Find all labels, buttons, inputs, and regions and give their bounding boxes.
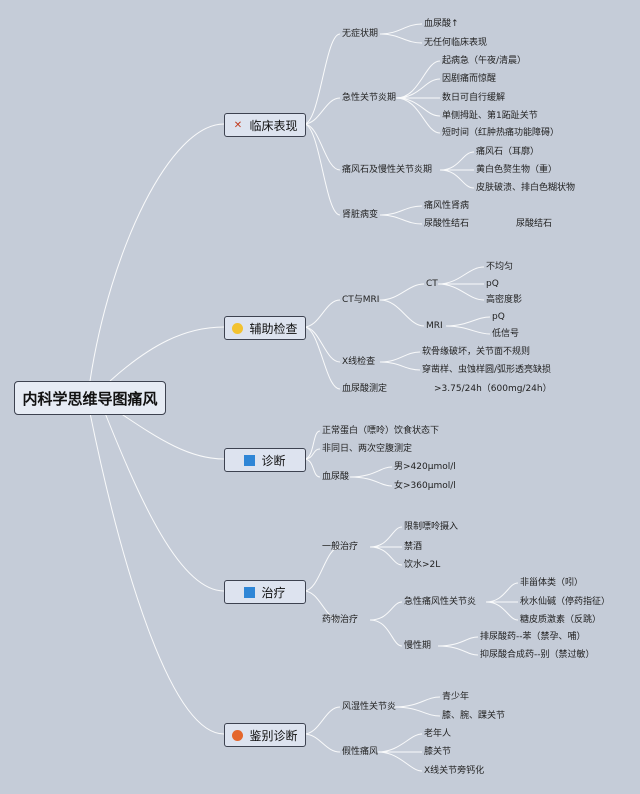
leaf-node[interactable]: 因剧痛而惊醒: [442, 74, 497, 84]
link-root-treat: [104, 412, 225, 592]
leaf-node[interactable]: 正常蛋白（嘌呤）饮食状态下: [322, 426, 440, 436]
leaf-node[interactable]: 皮肤破溃、排白色糊状物: [476, 183, 576, 193]
branch-aux-label: 辅助检查: [249, 321, 298, 336]
branch-aux[interactable]: 辅助检查: [224, 316, 306, 340]
branch-treat-label: 治疗: [261, 585, 286, 600]
leaf-node[interactable]: 短时间（红肿热痛功能障碍）: [442, 128, 560, 138]
node-blood-uric[interactable]: 血尿酸: [322, 472, 350, 482]
branch-treat[interactable]: 治疗: [224, 580, 306, 604]
leaf-node[interactable]: pQ: [486, 279, 499, 289]
leaf-node[interactable]: 饮水>2L: [404, 560, 441, 570]
leaf-node[interactable]: X线关节旁钙化: [424, 766, 485, 776]
leaf-node[interactable]: 高密度影: [486, 295, 523, 305]
leaf-node[interactable]: 尿酸结石: [516, 219, 553, 229]
node-drug-treatment[interactable]: 药物治疗: [322, 615, 359, 625]
leaf-node[interactable]: >3.75/24h（600mg/24h）: [434, 384, 552, 394]
leaf-node[interactable]: 秋水仙碱（停药指征）: [520, 597, 611, 607]
branch-diag-label: 诊断: [261, 453, 286, 468]
node-ct[interactable]: CT: [426, 279, 438, 289]
leaf-node[interactable]: 非甾体类（吲）: [520, 578, 584, 588]
link-root-diag: [119, 412, 225, 460]
leaf-node[interactable]: 软骨缘破坏，关节面不规则: [422, 347, 531, 357]
link-root-aux: [109, 326, 225, 382]
leaf-node[interactable]: pQ: [492, 312, 505, 322]
leaf-node[interactable]: 禁酒: [404, 542, 423, 552]
node-acute-arthritis[interactable]: 急性关节炎期: [342, 93, 397, 103]
branch-clinical[interactable]: ✕ 临床表现: [224, 113, 306, 137]
node-ct-mri[interactable]: CT与MRI: [342, 295, 380, 305]
leaf-node[interactable]: 女>360μmol/l: [394, 481, 456, 491]
leaf-node[interactable]: 排尿酸药--苯（禁孕、哺）: [480, 632, 586, 642]
leaf-node[interactable]: 抑尿酸合成药--别（禁过敏）: [480, 650, 595, 660]
leaf-node[interactable]: 老年人: [424, 729, 452, 739]
leaf-node[interactable]: 数日可自行缓解: [442, 93, 506, 103]
blue-square-icon: [244, 454, 256, 466]
node-asymptomatic[interactable]: 无症状期: [342, 29, 379, 39]
node-uric-test[interactable]: 血尿酸测定: [342, 384, 388, 394]
node-xray[interactable]: X线检查: [342, 357, 376, 367]
node-mri[interactable]: MRI: [426, 321, 443, 331]
leaf-node[interactable]: 低信号: [492, 329, 520, 339]
node-tophus[interactable]: 痛风石及慢性关节炎期: [342, 165, 433, 175]
leaf-node[interactable]: 青少年: [442, 692, 470, 702]
branch-diff-label: 鉴别诊断: [249, 728, 298, 743]
link-root-clinical: [89, 123, 225, 382]
node-general-treatment[interactable]: 一般治疗: [322, 542, 359, 552]
leaf-node[interactable]: 限制嘌呤摄入: [404, 522, 459, 532]
branch-clinical-label: 临床表现: [249, 118, 298, 133]
blue-square-icon: [244, 586, 256, 598]
branch-diag[interactable]: 诊断: [224, 448, 306, 472]
leaf-node[interactable]: 膝、腕、踝关节: [442, 711, 506, 721]
orange-dot-icon: [232, 729, 244, 741]
leaf-node[interactable]: 单侧拇趾、第1跖趾关节: [442, 111, 538, 121]
node-chronic[interactable]: 慢性期: [404, 641, 432, 651]
tools-icon: ✕: [233, 119, 243, 131]
leaf-node[interactable]: 不均匀: [486, 262, 514, 272]
branch-diff[interactable]: 鉴别诊断: [224, 723, 306, 747]
leaf-node[interactable]: 起病急（午夜/清晨）: [442, 56, 527, 66]
leaf-node[interactable]: 痛风性肾病: [424, 201, 470, 211]
leaf-node[interactable]: 痛风石（耳廓）: [476, 147, 540, 157]
leaf-node[interactable]: 血尿酸↑: [424, 19, 459, 29]
root-node[interactable]: 内科学思维导图痛风: [14, 381, 166, 415]
leaf-node[interactable]: 糖皮质激素（反跳）: [520, 615, 602, 625]
bulb-icon: [232, 322, 244, 334]
leaf-node[interactable]: 穿凿样、虫蚀样圆/弧形透亮缺损: [422, 365, 552, 375]
node-rheumatic[interactable]: 风湿性关节炎: [342, 702, 397, 712]
leaf-node[interactable]: 非同日、两次空腹测定: [322, 444, 413, 454]
leaf-node[interactable]: 尿酸性结石: [424, 219, 470, 229]
link-root-diff: [89, 412, 225, 735]
leaf-node[interactable]: 男>420μmol/l: [394, 462, 456, 472]
leaf-node[interactable]: 无任何临床表现: [424, 38, 488, 48]
node-renal[interactable]: 肾脏病变: [342, 210, 379, 220]
leaf-node[interactable]: 膝关节: [424, 747, 452, 757]
node-pseudogout[interactable]: 假性痛风: [342, 747, 379, 757]
leaf-node[interactable]: 黄白色赘生物（重）: [476, 165, 558, 175]
node-acute-gout[interactable]: 急性痛风性关节炎: [404, 597, 477, 607]
